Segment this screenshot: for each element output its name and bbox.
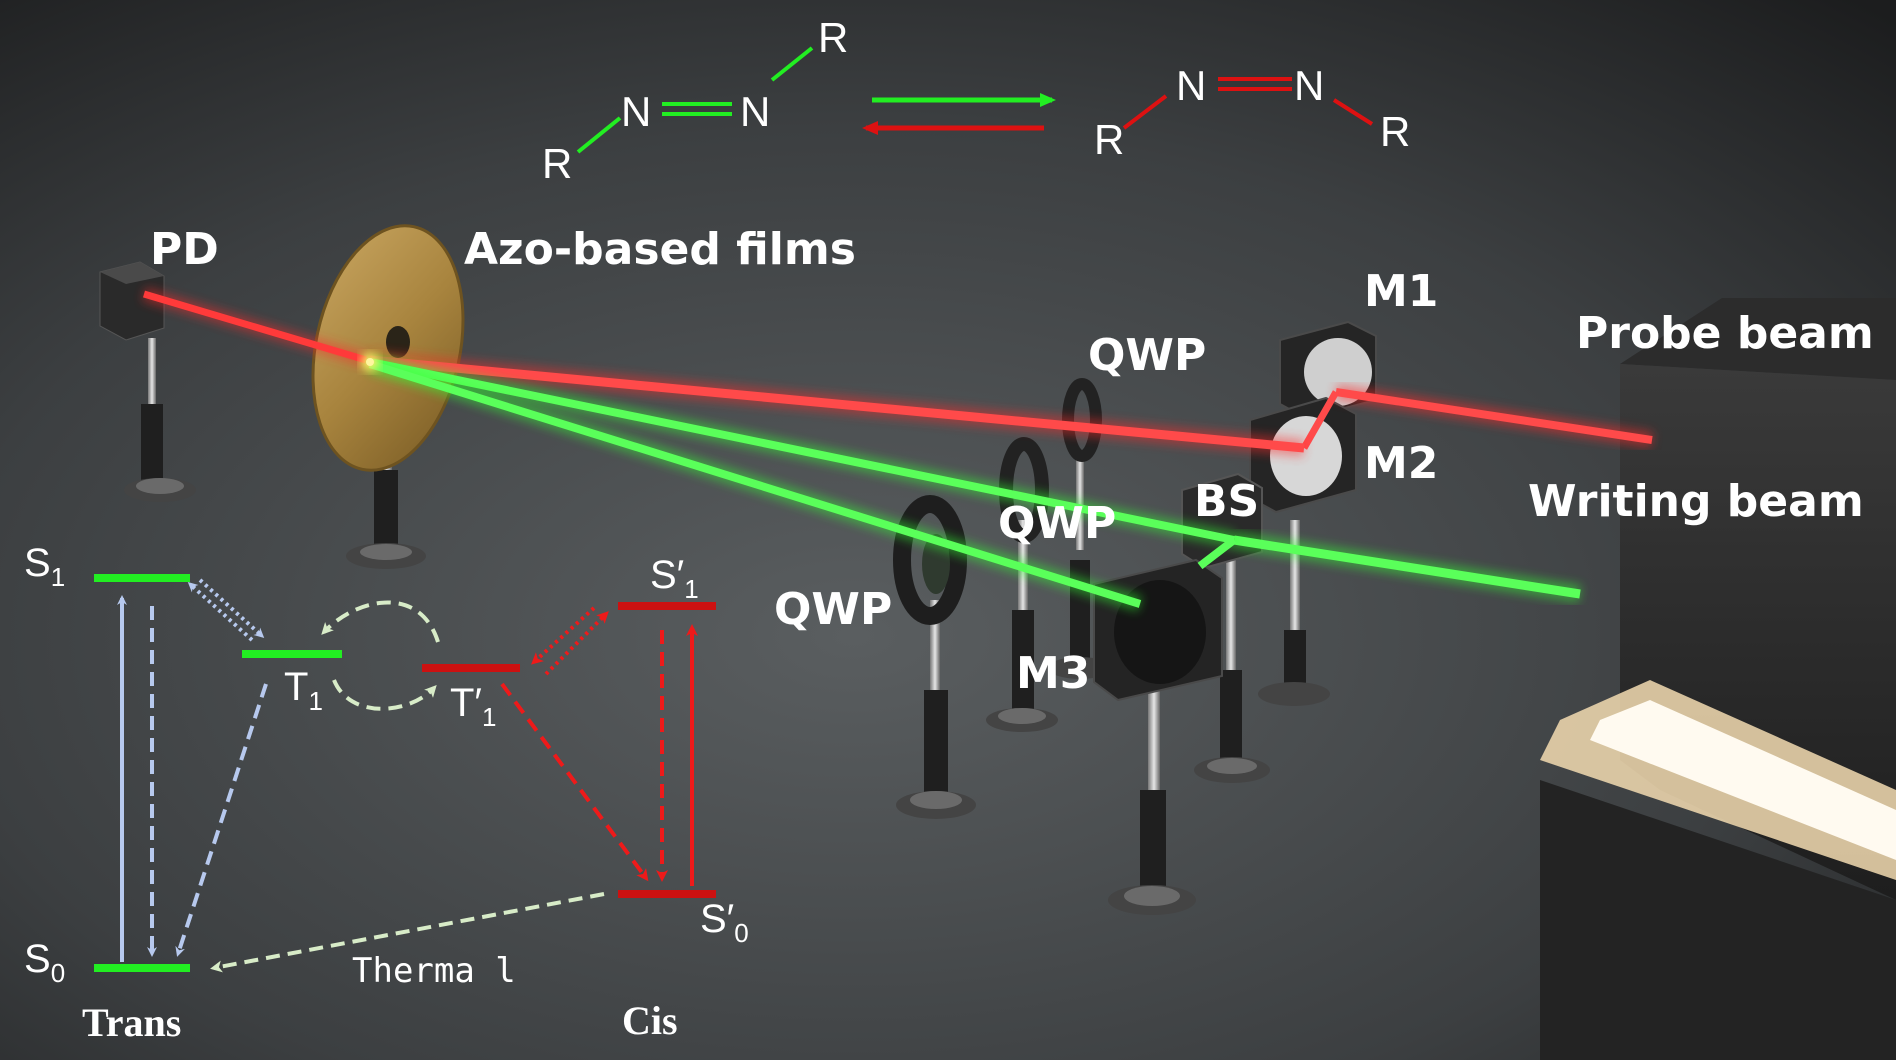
t1-t1prime-curved-arrow [332,679,437,711]
trans-r-right: R [818,14,848,61]
cis-r-right: R [1380,108,1410,155]
qwp-top-label: QWP [1088,330,1206,381]
energy-level-diagram: S1 S0 T1 T′1 S′1 S′0 Therma l Trans Cis [24,541,749,1045]
setup-labels: PD Azo-based films M1 Probe beam QWP M2 … [150,224,1874,699]
pd-label: PD [150,224,219,275]
cis-r-left: R [1094,116,1124,163]
qwp-left-label: QWP [774,584,892,635]
s1-label: S1 [24,541,65,592]
cis-n-right: N [1294,62,1324,109]
trans-label: Trans [82,1000,181,1045]
t1-prime-label: T′1 [450,681,496,732]
s0-prime-label: S′0 [700,897,749,948]
thermal-relaxation-arrow [210,892,605,973]
beams [142,287,1654,612]
m1-label: M1 [1364,266,1438,317]
azo-film-disk [311,224,465,569]
laser-box [1540,298,1896,1060]
cis-n-left: N [1176,62,1206,109]
t1-label: T1 [284,665,323,716]
qwp-middle-label: QWP [998,498,1116,549]
t1prime-s0prime-decay-arrow [500,682,649,882]
bs-label: BS [1194,476,1259,527]
probe-beam-label: Probe beam [1576,308,1874,359]
s1-prime-label: S′1 [650,553,699,604]
azo-films-label: Azo-based films [464,224,856,275]
t1prime-t1-curved-arrow [321,600,440,643]
m3-label: M3 [1016,648,1090,699]
photodetector [99,261,196,502]
cis-label: Cis [622,998,678,1043]
trans-n-left: N [621,88,651,135]
s0-label: S0 [24,937,65,988]
trans-molecule: R N N R [542,14,848,187]
trans-n-right: N [740,88,770,135]
optic-posts [896,460,1330,915]
t1prime-s1prime-isc-arrow [544,611,609,676]
cis-molecule: R N N R [1094,62,1410,163]
trans-r-left: R [542,140,572,187]
writing-beam-label: Writing beam [1528,476,1864,527]
thermal-label: Therma l [352,951,516,991]
m2-label: M2 [1364,438,1438,489]
t1-s0-decay-arrow [175,683,268,957]
